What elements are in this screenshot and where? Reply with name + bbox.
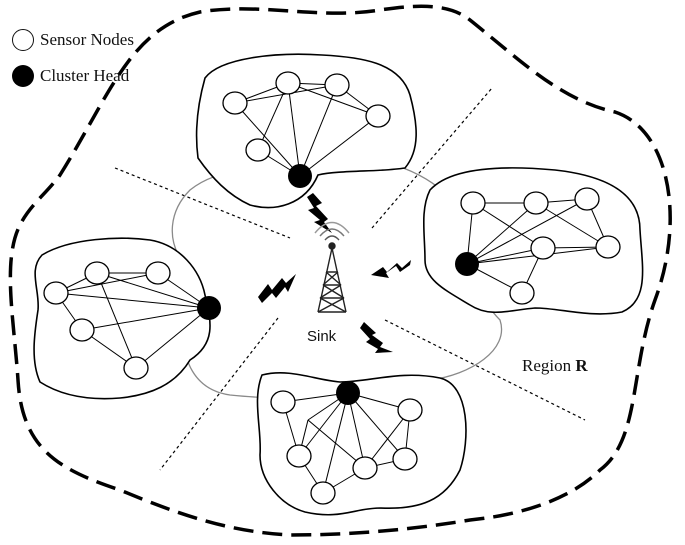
cluster-heads <box>197 164 479 405</box>
sensor-node <box>352 456 378 480</box>
sensor-node <box>310 481 336 505</box>
sensor-node <box>509 281 535 305</box>
sensor-node <box>595 235 621 259</box>
lightning-bolt-icon <box>258 274 296 303</box>
legend-label: Cluster Head <box>40 66 130 85</box>
sensor-node <box>530 236 556 260</box>
lightning-bolt-icon <box>371 260 411 278</box>
wireless-link-icons <box>258 193 411 353</box>
cluster-head-bottom <box>336 381 360 405</box>
sensor-node <box>270 390 296 414</box>
sensor-node <box>286 444 312 468</box>
sensor-node <box>222 91 248 115</box>
cluster-top-boundary <box>195 53 417 209</box>
sensor-node <box>84 261 110 285</box>
sink-label: Sink <box>307 328 337 345</box>
sensor-node <box>392 447 418 471</box>
sensor-node <box>365 104 391 128</box>
cluster-head-right <box>455 252 479 276</box>
sensor-nodes <box>43 71 621 505</box>
legend-label: Sensor Nodes <box>40 30 134 49</box>
sensor-node <box>145 261 171 285</box>
sensor-node <box>275 71 301 95</box>
sensor-node <box>245 138 271 162</box>
cluster-head-top <box>288 164 312 188</box>
sensor-node <box>574 187 600 211</box>
lightning-bolt-icon <box>360 322 393 353</box>
cluster-head-left <box>197 296 221 320</box>
divider-line-sw <box>159 317 279 471</box>
sensor-node <box>460 191 486 215</box>
lightning-bolt-icon <box>307 193 332 233</box>
legend: Sensor Nodes Cluster Head <box>12 22 134 94</box>
sensor-node-symbol <box>12 29 34 51</box>
sensor-node <box>123 356 149 380</box>
region-label-name: R <box>575 356 588 375</box>
divider-line-nw <box>114 167 291 239</box>
legend-item-sensor-nodes: Sensor Nodes <box>12 22 134 58</box>
divider-line-se <box>384 319 586 421</box>
divider-line-ne <box>371 87 493 229</box>
sink-tower-icon <box>314 221 350 313</box>
region-label: Region R <box>522 356 588 376</box>
sensor-node <box>397 398 423 422</box>
legend-item-cluster-head: Cluster Head <box>12 58 134 94</box>
sensor-node <box>43 281 69 305</box>
cluster-head-symbol <box>12 65 34 87</box>
sensor-node <box>69 318 95 342</box>
sensor-node <box>523 191 549 215</box>
region-label-text: Region <box>522 356 572 375</box>
sensor-node <box>324 73 350 97</box>
cluster-left-boundary <box>33 237 211 400</box>
